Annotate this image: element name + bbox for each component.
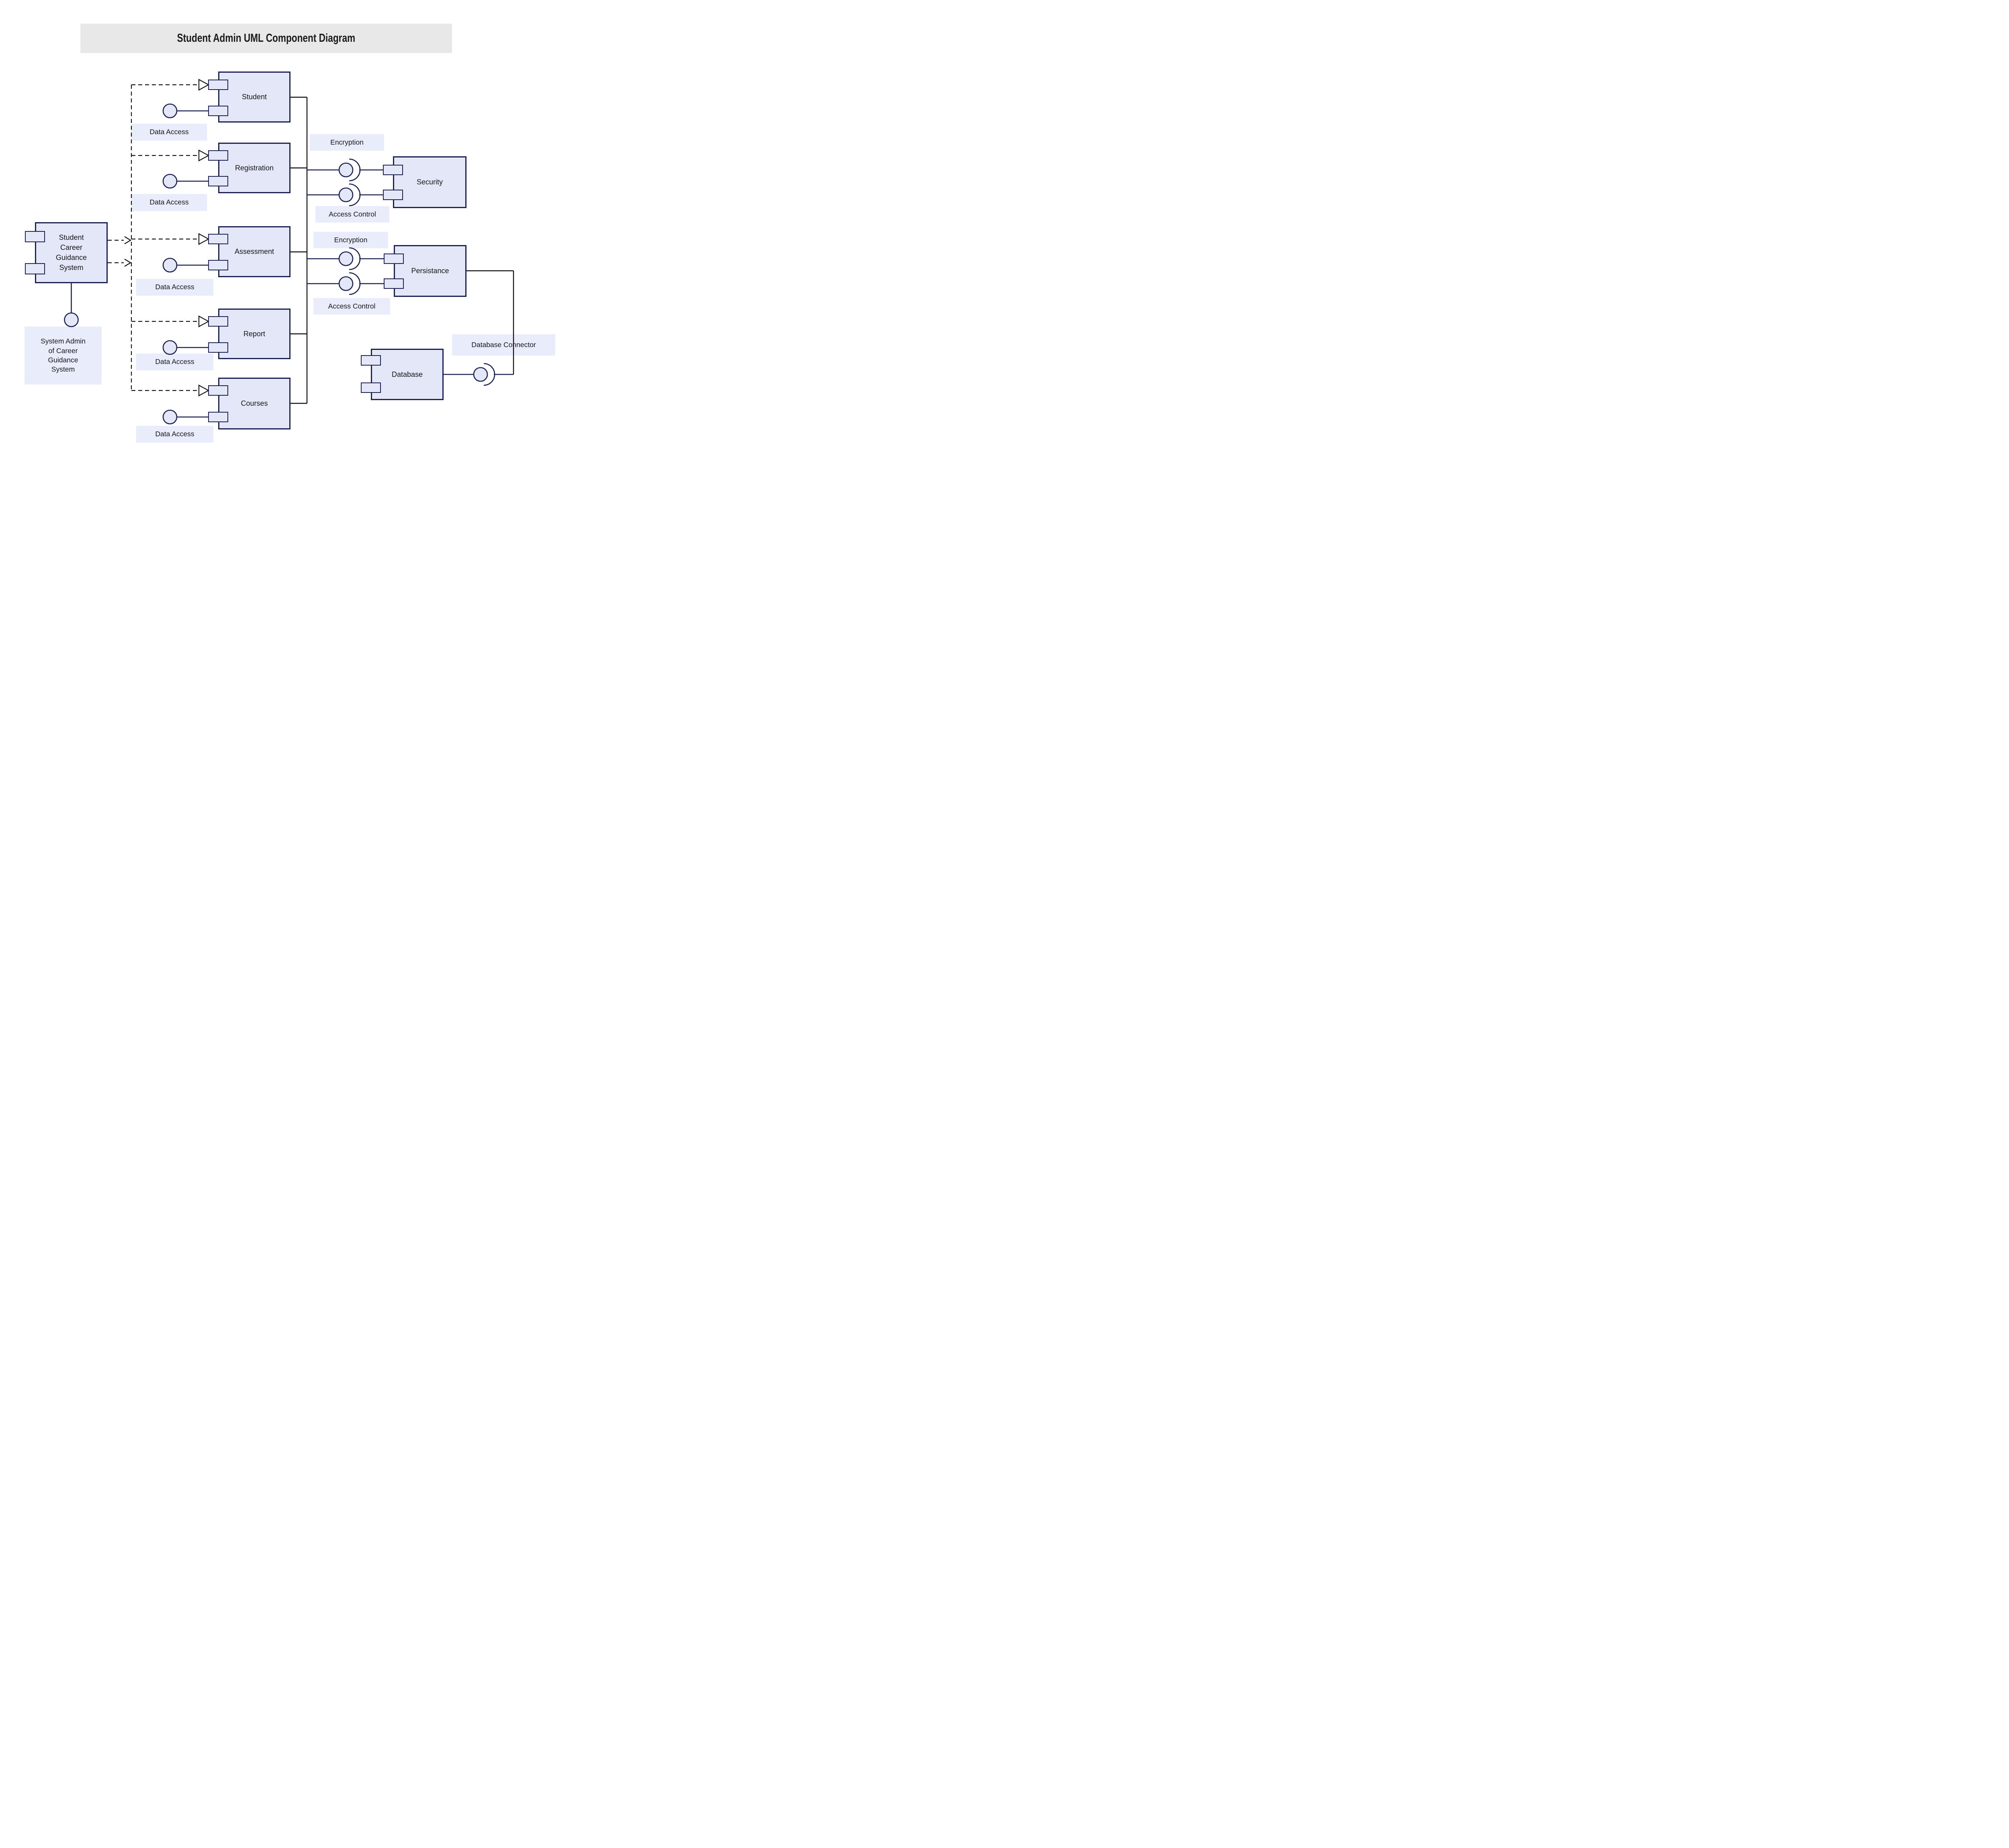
port	[208, 260, 228, 270]
data-access-ball-icon	[162, 103, 209, 425]
port	[25, 263, 45, 274]
label-access-control-persistance: Access Control	[313, 298, 390, 315]
label-data-access-report: Data Access	[136, 354, 213, 370]
label-encryption-persistance: Encryption	[313, 232, 388, 248]
component-student-career-guidance-system: Student Career Guidance System	[35, 222, 108, 283]
port	[361, 382, 381, 393]
port	[25, 231, 45, 242]
port	[208, 385, 228, 396]
component-courses: Courses	[218, 378, 291, 429]
port	[208, 316, 228, 327]
component-registration: Registration	[218, 143, 291, 193]
uml-component-diagram: Student Admin UML Component Diagram Data…	[0, 0, 571, 462]
component-student: Student	[218, 72, 291, 123]
port	[361, 355, 381, 366]
port	[383, 165, 403, 175]
label-encryption-security: Encryption	[310, 134, 384, 151]
database-connector-socket-icon	[444, 363, 514, 386]
port	[208, 80, 228, 90]
provided-interface-ball-icon	[64, 283, 79, 327]
component-database: Database	[371, 349, 444, 400]
page-title: Student Admin UML Component Diagram	[177, 32, 356, 45]
label-database-connector: Database Connector	[452, 334, 555, 356]
port	[384, 253, 404, 264]
label-data-access-student: Data Access	[131, 124, 207, 141]
port	[208, 106, 228, 116]
component-report: Report	[218, 309, 291, 359]
label-data-access-courses: Data Access	[136, 426, 213, 443]
port	[208, 150, 228, 161]
title-banner: Student Admin UML Component Diagram	[80, 24, 452, 53]
port	[208, 176, 228, 186]
port	[208, 342, 228, 353]
port	[208, 412, 228, 422]
label-system-admin-interface: System Admin of Career Guidance System	[25, 327, 102, 384]
component-assessment: Assessment	[218, 226, 291, 277]
component-persistance: Persistance	[394, 245, 466, 297]
label-access-control-security: Access Control	[315, 206, 389, 223]
component-security: Security	[393, 156, 466, 208]
port	[208, 234, 228, 244]
label-data-access-assessment: Data Access	[136, 279, 213, 296]
port	[384, 278, 404, 289]
port	[383, 190, 403, 200]
label-data-access-registration: Data Access	[131, 194, 207, 211]
ball-and-socket-icon	[307, 158, 384, 295]
